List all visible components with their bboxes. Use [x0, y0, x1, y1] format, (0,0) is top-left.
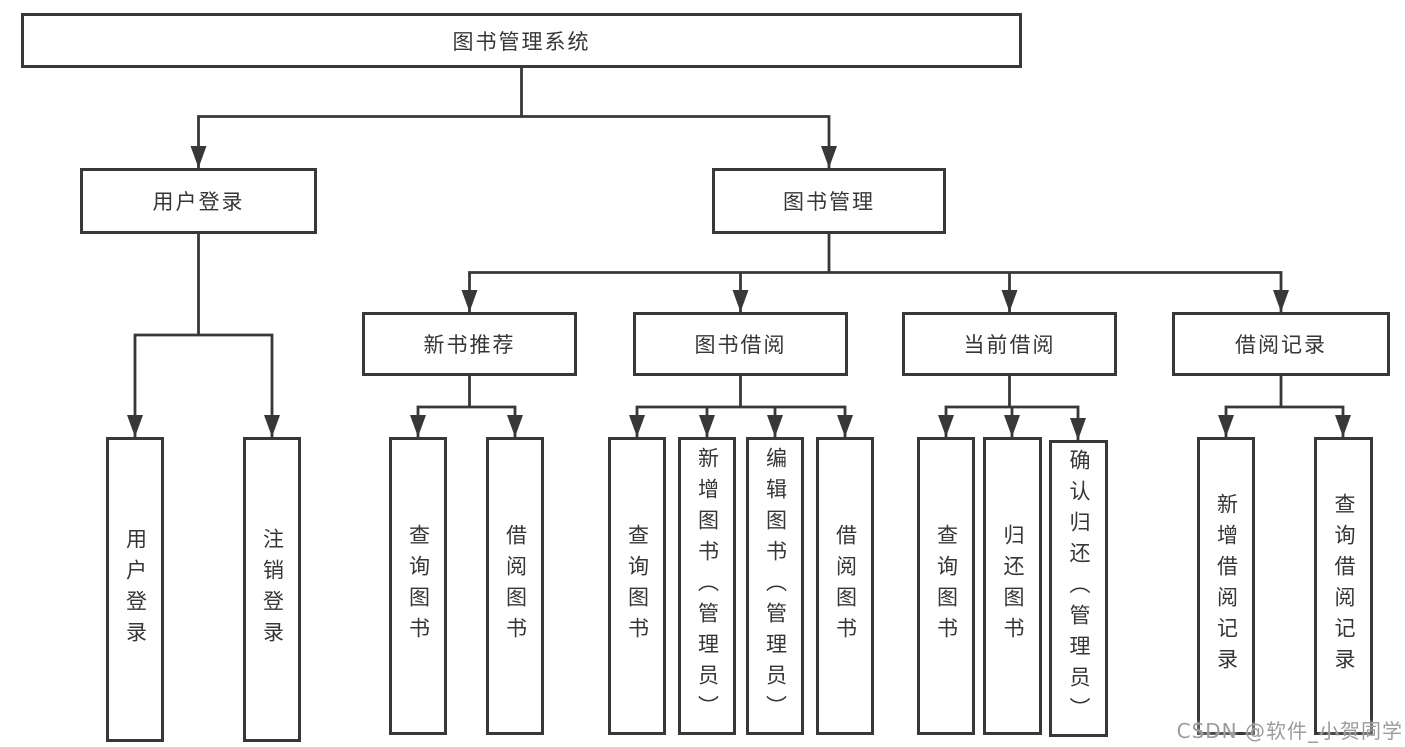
leaf-edit-book-admin-label: 编辑图书（管理员）	[763, 446, 788, 726]
leaf-borrow-books-recommend-label: 借阅图书	[503, 524, 528, 648]
node-book-management-label: 图书管理	[783, 190, 875, 214]
leaf-confirm-return-admin-label: 确认归还（管理员）	[1067, 449, 1091, 728]
leaf-query-books-current-label: 查询图书	[934, 524, 959, 648]
leaf-query-books-borrowing-label: 查询图书	[625, 524, 650, 648]
node-new-book-recommendation: 新书推荐	[362, 312, 577, 376]
leaf-query-books-recommend-label: 查询图书	[406, 524, 431, 648]
arrow-down-icon	[821, 146, 837, 168]
leaf-borrow-books-borrowing-label: 借阅图书	[833, 524, 858, 648]
connector-new-book-split	[416, 374, 517, 438]
connector-root-to-level2	[197, 65, 831, 169]
node-library-management-system: 图书管理系统	[21, 13, 1022, 68]
arrow-down-icon	[1001, 290, 1018, 312]
leaf-user-login-label: 用户登录	[123, 527, 148, 652]
arrow-down-icon	[732, 290, 749, 312]
watermark: CSDN @软件_小贺同学	[1176, 719, 1403, 743]
arrow-down-icon	[190, 146, 207, 168]
leaf-add-book-admin: 新增图书（管理员）	[678, 437, 736, 735]
node-user-login-label: 用户登录	[152, 190, 245, 214]
leaf-query-books-recommend: 查询图书	[389, 437, 447, 735]
arrow-down-icon	[1004, 415, 1020, 437]
arrow-down-icon	[127, 415, 143, 437]
connector-user-login-split	[133, 231, 274, 438]
node-current-borrowing-label: 当前借阅	[963, 333, 1056, 357]
arrow-down-icon	[699, 415, 715, 437]
arrow-down-icon	[410, 415, 426, 437]
leaf-return-books-label: 归还图书	[1001, 524, 1025, 648]
node-book-borrowing-label: 图书借阅	[694, 333, 787, 357]
node-borrowing-records: 借阅记录	[1172, 312, 1390, 376]
node-book-borrowing: 图书借阅	[633, 312, 848, 376]
arrow-down-icon	[264, 415, 280, 437]
arrow-down-icon	[1070, 418, 1086, 440]
arrow-down-icon	[938, 415, 954, 437]
leaf-logout: 注销登录	[243, 437, 301, 742]
leaf-edit-book-admin: 编辑图书（管理员）	[746, 437, 804, 735]
leaf-logout-label: 注销登录	[260, 527, 285, 652]
arrow-down-icon	[1218, 415, 1234, 437]
leaf-return-books: 归还图书	[983, 437, 1042, 735]
leaf-confirm-return-admin: 确认归还（管理员）	[1049, 440, 1108, 737]
leaf-add-book-admin-label: 新增图书（管理员）	[695, 446, 720, 726]
connector-book-management-split	[468, 231, 1283, 313]
leaf-query-borrow-record: 查询借阅记录	[1314, 437, 1373, 735]
connector-borrow-record-split	[1224, 374, 1345, 438]
arrow-down-icon	[837, 415, 853, 437]
node-borrowing-records-label: 借阅记录	[1235, 333, 1327, 357]
leaf-add-borrow-record: 新增借阅记录	[1197, 437, 1255, 735]
node-current-borrowing: 当前借阅	[902, 312, 1117, 376]
arrow-down-icon	[767, 415, 783, 437]
connector-book-borrow-split	[635, 374, 847, 438]
leaf-query-borrow-record-label: 查询借阅记录	[1332, 493, 1356, 679]
arrow-down-icon	[629, 415, 645, 437]
arrow-down-icon	[1335, 415, 1351, 437]
node-user-login: 用户登录	[80, 168, 317, 234]
node-library-management-system-label: 图书管理系统	[452, 29, 591, 54]
arrow-down-icons	[127, 146, 1351, 440]
arrow-down-icon	[1273, 290, 1289, 312]
leaf-query-books-current: 查询图书	[917, 437, 975, 735]
leaf-query-books-borrowing: 查询图书	[608, 437, 666, 735]
leaf-add-borrow-record-label: 新增借阅记录	[1214, 493, 1239, 679]
arrow-down-icon	[461, 290, 478, 312]
node-new-book-recommendation-label: 新书推荐	[423, 333, 516, 357]
arrow-down-icon	[507, 415, 523, 437]
leaf-user-login: 用户登录	[106, 437, 164, 742]
leaf-borrow-books-recommend: 借阅图书	[486, 437, 544, 735]
leaf-borrow-books-borrowing: 借阅图书	[816, 437, 874, 735]
node-book-management: 图书管理	[712, 168, 946, 234]
